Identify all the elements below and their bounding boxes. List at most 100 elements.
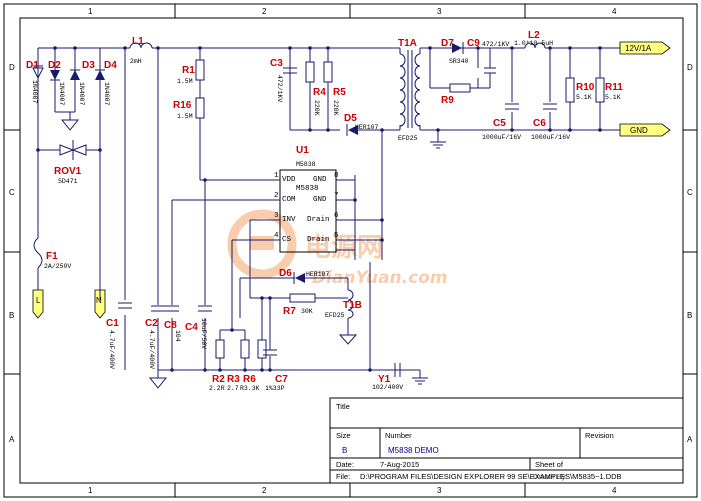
resistor-r2[interactable]: R2 2.2R	[209, 339, 225, 392]
l1-value: 2mH	[130, 58, 142, 65]
f1-ref: F1	[46, 251, 58, 262]
size-value: B	[342, 446, 347, 455]
title-label: Title	[336, 402, 350, 411]
resistor-r10[interactable]: R10 5.1K	[565, 77, 595, 103]
grid-col-3-top: 3	[437, 7, 442, 16]
transformer-t1a[interactable]: T1A EFD25	[398, 38, 421, 142]
capacitor-c9[interactable]: C9 472/1KV	[467, 38, 509, 88]
u1-pin1-num: 1	[274, 172, 279, 180]
c2-ref: C2	[145, 318, 158, 329]
ac-port-l[interactable]: L	[32, 289, 44, 319]
ic-u1[interactable]: U1 M5838 M5838 1 VDD 2 COM 3 INV 4 CS 5 …	[272, 145, 339, 253]
capacitor-c7[interactable]: C7 1%33P	[263, 349, 288, 392]
c5-value: 1000uF/16V	[482, 134, 521, 141]
junction-dots	[36, 46, 602, 372]
ac-port-n-label: N	[96, 296, 102, 305]
diode-d4[interactable]: D4 1N4007	[95, 60, 117, 106]
output-port-12v[interactable]: 12V/1A	[619, 41, 671, 55]
wires	[37, 47, 620, 378]
u1-value: M5838	[296, 161, 316, 168]
d2-value: 1N4007	[58, 82, 65, 106]
resistor-r4[interactable]: R4 220K	[305, 61, 326, 116]
file-value: D:\PROGRAM FILES\DESIGN EXPLORER 99 SE\E…	[360, 472, 622, 481]
capacitor-y1[interactable]: Y1 102/400V	[372, 363, 403, 391]
diode-d3[interactable]: D3 1N4007	[70, 60, 95, 106]
diode-d1[interactable]: D1 1N4007	[26, 60, 44, 104]
varistor-rov1[interactable]: ROV1 5D471	[54, 140, 87, 185]
drawn-by-label: Drawn By:	[533, 472, 568, 481]
inductor-l2[interactable]: L2 1.0*10 5uH	[514, 30, 553, 49]
u1-pin6-name: Drain	[307, 216, 330, 224]
watermark-en: DianYuan.com	[312, 268, 448, 288]
revision-label: Revision	[585, 431, 614, 440]
number-label: Number	[385, 431, 412, 440]
watermark: 电源网 DianYuan.com	[227, 209, 448, 288]
r7-ref: R7	[283, 306, 296, 317]
ground-symbol-aux-icon	[338, 334, 358, 345]
rov1-ref: ROV1	[54, 166, 82, 177]
r7-value: 30K	[301, 308, 313, 315]
capacitor-c3[interactable]: C3 472/1KV	[270, 58, 297, 102]
r6-value: R3.3K	[240, 385, 260, 392]
grid-row-d-right: D	[687, 63, 693, 72]
diode-d5[interactable]: D5 HER107	[344, 113, 379, 136]
grid-col-1-bottom: 1	[88, 486, 93, 495]
resistor-r7[interactable]: R7 30K	[283, 293, 316, 317]
output-port-gnd-label: GND	[630, 126, 648, 135]
d1-value: 1N4007	[31, 80, 38, 104]
r2-value: 2.2R	[209, 385, 225, 392]
diode-d7[interactable]: D7 SR340	[441, 38, 469, 65]
resistor-r3[interactable]: R3 2.7	[227, 339, 250, 392]
r4-ref: R4	[313, 87, 326, 98]
r5-value: 220K	[332, 100, 339, 116]
resistor-r6[interactable]: R6 R3.3K	[240, 339, 267, 392]
u1-pin3-num: 3	[274, 212, 279, 220]
d7-ref: D7	[441, 38, 454, 49]
grid-col-4-bottom: 4	[612, 486, 617, 495]
grid-row-b-right: B	[687, 311, 692, 320]
r11-value: 5.1K	[605, 94, 621, 101]
capacitor-c8[interactable]: C8 104	[164, 305, 181, 342]
grid-row-c-left: C	[9, 188, 15, 197]
resistor-r11[interactable]: R11 5.1K	[595, 77, 623, 103]
capacitor-c1[interactable]: C1 4.7uF/400V	[106, 302, 132, 369]
d6-value: HER107	[306, 271, 330, 278]
ground-symbol-bridge-icon	[60, 119, 80, 131]
file-label: File:	[336, 472, 350, 481]
grid-col-2-top: 2	[262, 7, 267, 16]
ac-port-n[interactable]: N	[94, 289, 106, 319]
resistor-r9[interactable]: R9	[441, 83, 478, 106]
grid-col-3-bottom: 3	[437, 486, 442, 495]
u1-pin4-num: 4	[274, 232, 279, 240]
output-port-gnd[interactable]: GND	[619, 123, 671, 137]
resistor-r5[interactable]: R5 220K	[323, 61, 346, 116]
diode-d2[interactable]: D2 1N4007	[48, 60, 65, 106]
c1-value: 4.7uF/400V	[108, 330, 115, 369]
r16-ref: R16	[173, 100, 192, 111]
fuse-f1[interactable]: F1 2A/250V	[33, 237, 71, 270]
transformer-t1b[interactable]: T1B EFD25	[325, 289, 362, 319]
grid-row-d-left: D	[9, 63, 15, 72]
r10-ref: R10	[576, 82, 595, 93]
inductor-l1[interactable]: L1 2mH	[129, 36, 153, 65]
r4-value: 220K	[313, 100, 320, 116]
capacitor-c2[interactable]: C2 4.7uF/400V	[145, 305, 165, 369]
d1-ref: D1	[26, 60, 39, 71]
c6-ref: C6	[533, 118, 546, 129]
capacitor-c4[interactable]: C4 10uF/50V	[185, 305, 212, 349]
resistor-r16[interactable]: R16 1.5M	[173, 97, 205, 120]
u1-pin7-name: GND	[313, 196, 327, 204]
t1a-value: EFD25	[398, 135, 418, 142]
u1-pin5-name: Drain	[307, 236, 330, 244]
r6-ref: R6	[243, 374, 256, 385]
c3-ref: C3	[270, 58, 283, 69]
capacitor-c5[interactable]: C5 1000uF/16V	[482, 103, 521, 141]
diode-d6[interactable]: D6 HER107	[279, 268, 330, 284]
number-value: M5838 DEMO	[388, 446, 439, 455]
r1-value: 1.5M	[177, 78, 193, 85]
capacitor-c6[interactable]: C6 1000uF/16V	[531, 103, 570, 141]
u1-pin1-name: VDD	[282, 176, 296, 184]
grid-row-b-left: B	[9, 311, 14, 320]
resistor-r1[interactable]: R1 1.5M	[177, 59, 205, 85]
u1-pin8-num: 8	[334, 172, 339, 180]
